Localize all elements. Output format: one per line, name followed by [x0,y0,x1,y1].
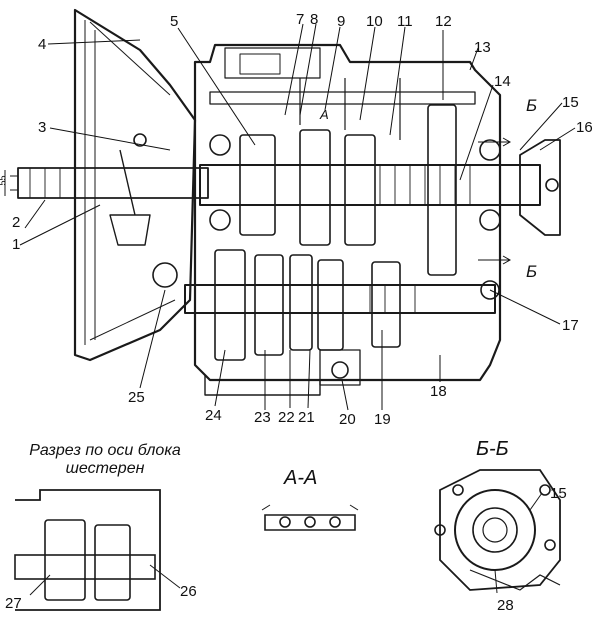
callout-28: 28 [497,597,514,614]
callout-15: 15 [562,94,579,111]
callout-20: 20 [339,411,356,428]
callout-22: 22 [278,409,295,426]
gear-block-caption: Разрез по оси блока шестерен [10,442,200,479]
callout-19: 19 [374,411,391,428]
callout-13: 13 [474,39,491,56]
section-aa-drawing [261,504,359,531]
callout-24: 24 [205,407,222,424]
callout-9: 9 [337,13,346,30]
section-bb-drawing [434,469,561,594]
callout-8: 8 [310,11,319,28]
dimension-mark: 55 [0,175,8,186]
callout-17: 17 [562,317,579,334]
input-shaft [17,167,209,199]
callout-7: 7 [296,11,305,28]
callout-26: 26 [180,583,197,600]
section-mark-b-lower: Б [526,262,538,281]
section-mark-b-upper: Б [526,96,538,115]
callout-14: 14 [494,73,511,90]
gear-block-caption-line2: шестерен [65,460,145,478]
callout-21: 21 [298,409,315,426]
clutch-housing [73,8,197,362]
callout-16: 16 [576,119,593,136]
callout-2: 2 [12,214,21,231]
countershaft [184,284,496,314]
section-aa-title: А-А [284,467,318,489]
inset-label-15: 15 [550,485,567,502]
callout-10: 10 [366,13,383,30]
shift-rail [209,91,476,105]
callout-23: 23 [254,409,271,426]
callout-5: 5 [170,13,179,30]
callout-4: 4 [38,36,47,53]
output-flange [519,139,561,236]
callout-25: 25 [128,389,145,406]
gear-block-caption-line1: Разрез по оси блока [29,442,181,459]
callout-18: 18 [430,383,447,400]
main-shaft [199,164,541,206]
callout-27: 27 [5,595,22,612]
section-mark-a: А [320,107,329,122]
leader-lines [19,23,576,411]
section-bb-title: Б-Б [476,438,509,460]
gear-block-section [14,489,181,611]
callout-3: 3 [38,119,47,136]
gearbox-case [193,43,502,382]
callout-12: 12 [435,13,452,30]
callout-11: 11 [397,13,413,30]
callout-1: 1 [12,236,21,253]
